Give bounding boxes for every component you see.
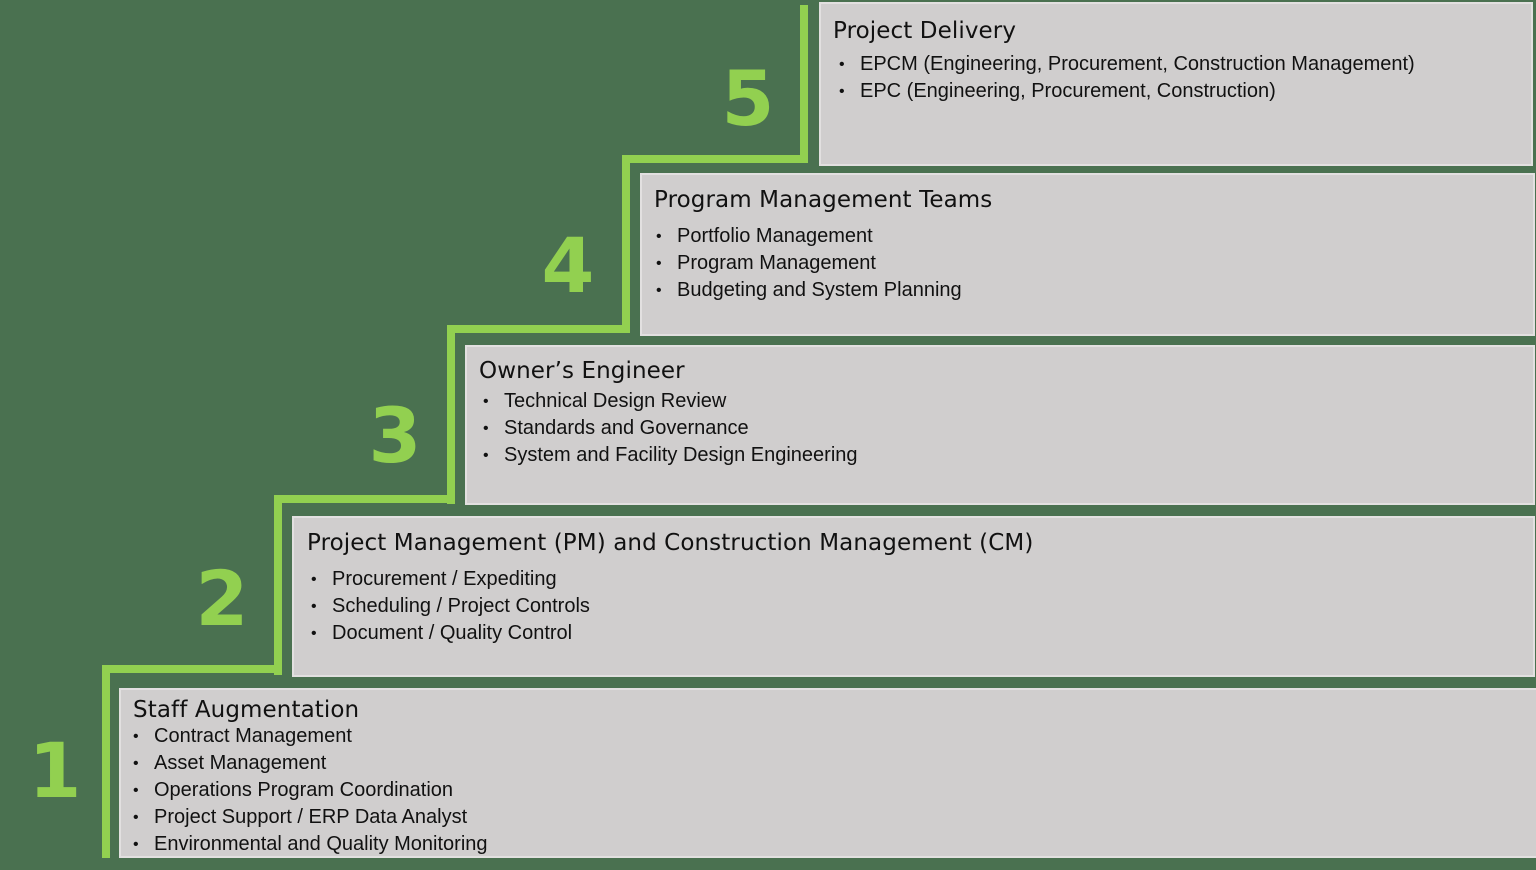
- list-item: Document / Quality Control: [311, 620, 1533, 647]
- step-title: Owner’s Engineer: [479, 358, 685, 384]
- step-items: Contract Management Asset Management Ope…: [133, 723, 1536, 858]
- stair-tread-3: [447, 325, 630, 333]
- list-item: EPC (Engineering, Procurement, Construct…: [839, 78, 1531, 105]
- step-title: Staff Augmentation: [133, 697, 360, 723]
- list-item: Technical Design Review: [483, 388, 1533, 415]
- list-item: Procurement / Expediting: [311, 566, 1533, 593]
- step-box-pm-cm: Project Management (PM) and Construction…: [292, 516, 1535, 677]
- list-item: Standards and Governance: [483, 415, 1533, 442]
- list-item: Portfolio Management: [656, 223, 1533, 250]
- stair-riser-2: [274, 495, 282, 675]
- step-items: Procurement / Expediting Scheduling / Pr…: [307, 566, 1533, 647]
- step-number-1: 1: [28, 726, 82, 815]
- step-items: Portfolio Management Program Management …: [654, 223, 1533, 304]
- list-item: Operations Program Coordination: [133, 777, 1536, 804]
- list-item: Project Support / ERP Data Analyst: [133, 804, 1536, 831]
- list-item: Scheduling / Project Controls: [311, 593, 1533, 620]
- stair-riser-3: [447, 325, 455, 504]
- step-box-program-management-teams: Program Management Teams Portfolio Manag…: [640, 173, 1535, 336]
- stair-riser-1: [102, 665, 110, 858]
- step-title: Program Management Teams: [654, 187, 993, 213]
- step-box-staff-augmentation: Staff Augmentation Contract Management A…: [119, 688, 1536, 858]
- step-number-3: 3: [368, 391, 422, 480]
- stair-tread-4: [622, 155, 808, 163]
- list-item: Budgeting and System Planning: [656, 277, 1533, 304]
- step-number-2: 2: [195, 554, 249, 643]
- step-title: Project Management (PM) and Construction…: [307, 530, 1034, 556]
- step-items: Technical Design Review Standards and Go…: [479, 388, 1533, 469]
- step-number-5: 5: [721, 54, 775, 143]
- list-item: Asset Management: [133, 750, 1536, 777]
- list-item: System and Facility Design Engineering: [483, 442, 1533, 469]
- list-item: Contract Management: [133, 723, 1536, 750]
- stair-tread-2: [274, 495, 455, 503]
- step-items: EPCM (Engineering, Procurement, Construc…: [833, 51, 1531, 105]
- stair-riser-5: [800, 5, 808, 163]
- list-item: Program Management: [656, 250, 1533, 277]
- stair-riser-4: [622, 155, 630, 333]
- stair-tread-1: [102, 665, 282, 673]
- step-title: Project Delivery: [833, 18, 1017, 44]
- list-item: Environmental and Quality Monitoring: [133, 831, 1536, 858]
- list-item: EPCM (Engineering, Procurement, Construc…: [839, 51, 1531, 78]
- step-box-owners-engineer: Owner’s Engineer Technical Design Review…: [465, 345, 1535, 505]
- step-box-project-delivery: Project Delivery EPCM (Engineering, Proc…: [819, 2, 1533, 166]
- step-number-4: 4: [541, 221, 595, 310]
